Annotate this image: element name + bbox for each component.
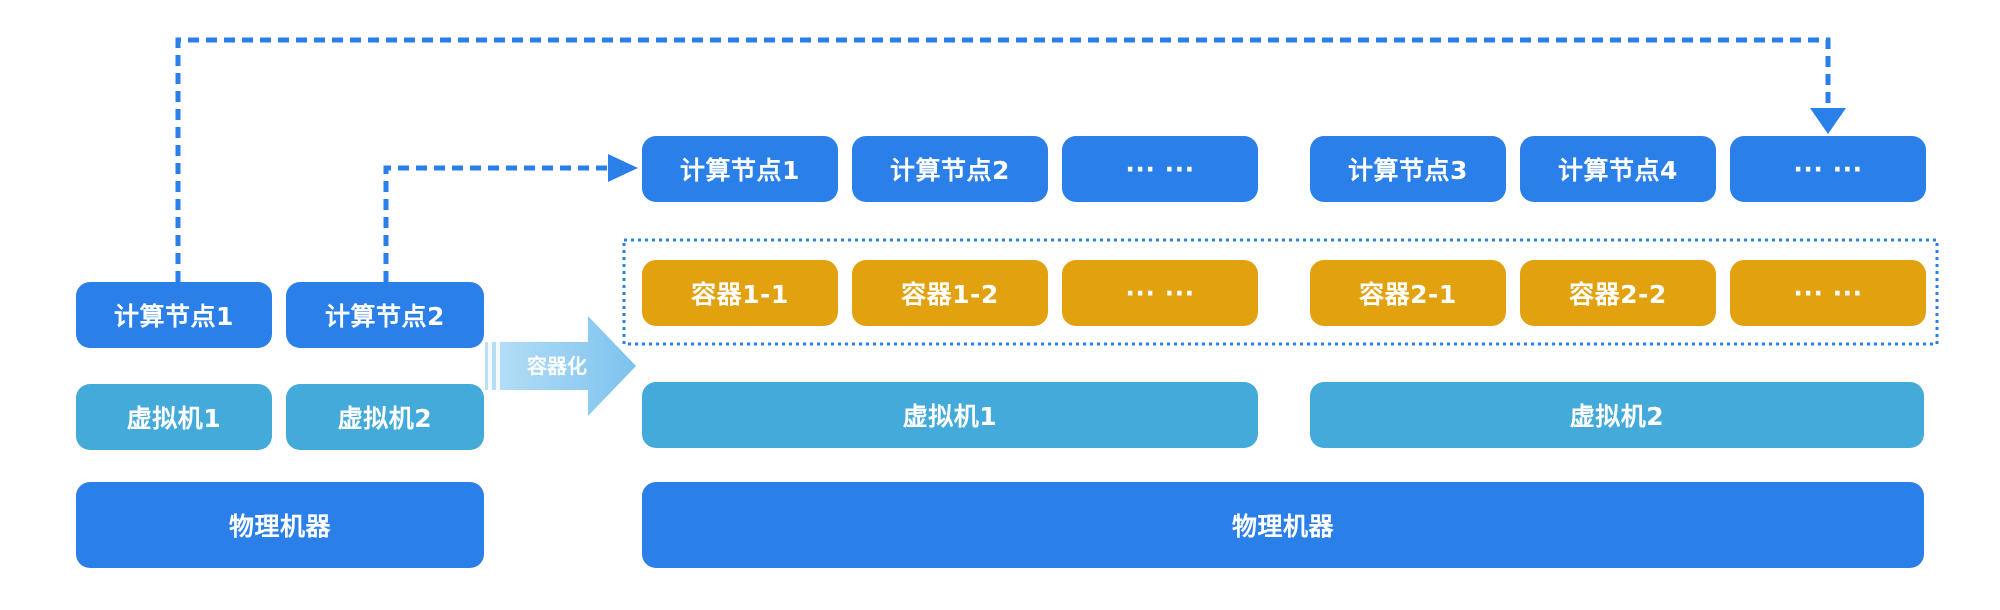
right-compute-node-ellipsis-1: ··· ···	[1062, 136, 1258, 202]
container-ellipsis-2: ··· ···	[1730, 260, 1926, 326]
right-physical-machine: 物理机器	[642, 482, 1924, 568]
left-compute-node-1: 计算节点1	[76, 282, 272, 348]
left-virtual-machine-1: 虚拟机1	[76, 384, 272, 450]
container-1-2: 容器1-2	[852, 260, 1048, 326]
left-compute-node-2: 计算节点2	[286, 282, 484, 348]
right-compute-node-ellipsis-2: ··· ···	[1730, 136, 1926, 202]
container-group-frame	[622, 238, 1939, 346]
left-virtual-machine-2: 虚拟机2	[286, 384, 484, 450]
containerize-label: 容器化	[527, 354, 587, 378]
container-1-1: 容器1-1	[642, 260, 838, 326]
right-compute-node-1: 计算节点1	[642, 136, 838, 202]
right-virtual-machine-2: 虚拟机2	[1310, 382, 1924, 448]
right-compute-node-2: 计算节点2	[852, 136, 1048, 202]
migration-arrowhead-node1	[1810, 108, 1846, 134]
right-compute-node-3: 计算节点3	[1310, 136, 1506, 202]
right-compute-node-4: 计算节点4	[1520, 136, 1716, 202]
migration-path-node2	[383, 165, 612, 282]
right-virtual-machine-1: 虚拟机1	[642, 382, 1258, 448]
left-physical-machine: 物理机器	[76, 482, 484, 568]
migration-path-node1	[175, 37, 1831, 282]
container-2-2: 容器2-2	[1520, 260, 1716, 326]
container-ellipsis-1: ··· ···	[1062, 260, 1258, 326]
container-2-1: 容器2-1	[1310, 260, 1506, 326]
containerize-arrow-shape	[485, 316, 636, 416]
containerize-arrow-stripe-1	[488, 342, 492, 390]
containerize-arrow-stripe-2	[496, 342, 500, 390]
migration-arrowhead-node2	[608, 154, 638, 182]
